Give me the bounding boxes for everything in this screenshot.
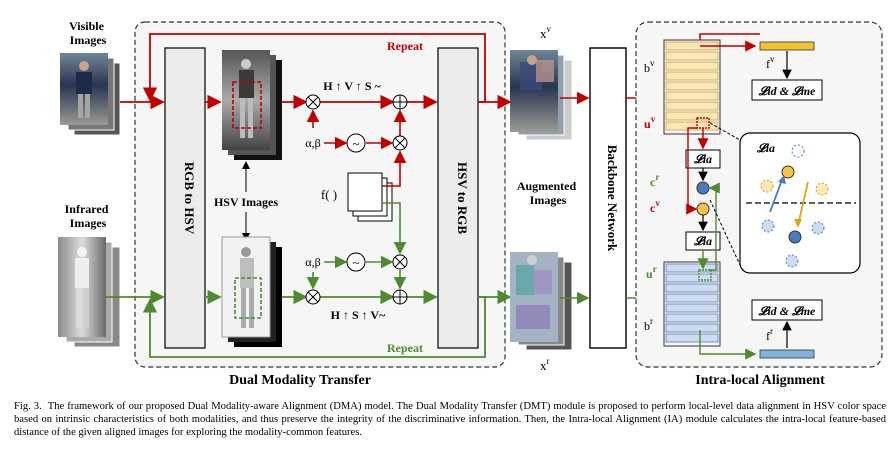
xv-label: xv — [540, 24, 552, 41]
feature-stack-visible — [663, 39, 721, 135]
feature-stripe — [665, 293, 719, 303]
panel-node-blue-dashed-1 — [761, 219, 775, 233]
feature-stripe — [665, 273, 719, 283]
feature-stripe — [665, 101, 719, 111]
panel-node-yellow — [781, 165, 795, 179]
ur-label: ur — [646, 264, 657, 281]
visible-images-label: Visible Images — [69, 19, 107, 47]
uv-label: uv — [644, 114, 656, 131]
feature-stripe — [665, 121, 719, 131]
panel-node-yellow-dashed-1 — [791, 144, 805, 158]
feature-stripe — [665, 111, 719, 121]
augmented-images-label: Augmented Images — [517, 179, 579, 207]
feature-stripe — [665, 313, 719, 323]
hsv-to-rgb-block — [437, 47, 479, 349]
local-region-ur — [698, 269, 712, 281]
f-label: f( ) — [321, 187, 337, 202]
otimes-bottom-right — [392, 254, 408, 270]
feature-stripe — [665, 81, 719, 91]
fv-feature-bar — [759, 41, 815, 51]
node-cr — [696, 181, 710, 195]
panel-node-yellow-dashed-3 — [815, 182, 829, 196]
bv-label: bv — [644, 58, 655, 75]
repeat-label-bottom: Repeat — [387, 341, 423, 355]
augmented-infrared-image — [510, 252, 573, 351]
backbone-network-label: Backbone Network — [605, 145, 620, 252]
feature-stripe — [665, 303, 719, 313]
panel-node-blue-dashed-3 — [785, 254, 799, 268]
br-label: br — [644, 316, 653, 333]
otimes-bottom-left — [305, 289, 321, 305]
hsv-image-visible — [222, 50, 282, 160]
lia-label-1: 𝓛ia — [693, 152, 712, 166]
panel-node-blue-dashed-2 — [811, 221, 825, 235]
framework-figure: Visible Images Infrared Images Dual Moda… — [58, 19, 883, 388]
feature-stripe — [665, 61, 719, 71]
feature-stack-border — [663, 39, 721, 135]
oplus-top — [392, 94, 408, 110]
infrared-input: Infrared Images — [58, 202, 121, 348]
tilde-bottom: ~ — [346, 252, 366, 272]
figure-caption: Fig. 3.The framework of our proposed Dua… — [14, 400, 886, 440]
svg-text:~: ~ — [352, 136, 359, 151]
panel-node-blue — [788, 230, 802, 244]
feature-stripe — [665, 333, 719, 343]
tilde-top: ~ — [346, 133, 366, 153]
green-flow — [106, 202, 512, 358]
alpha-beta-top: α,β — [305, 136, 320, 150]
oplus-bottom — [392, 289, 408, 305]
alpha-beta-bottom: α,β — [305, 255, 320, 269]
loss-box-bottom — [751, 299, 823, 321]
caption-label: Fig. 3. — [14, 401, 42, 412]
local-region-box-infrared — [234, 277, 262, 319]
hsv-images-label: HSV Images — [214, 195, 278, 209]
node-cv — [696, 202, 710, 216]
dmt-title: Dual Modality Transfer — [229, 373, 371, 388]
loss-top-label: 𝓛id & 𝓛me — [758, 84, 816, 98]
feature-stripe — [665, 91, 719, 101]
local-region-box-visible — [232, 81, 262, 129]
lia-panel-label: 𝓛ia — [756, 141, 775, 155]
backbone-network-block — [589, 47, 627, 349]
fv-label: fv — [766, 54, 775, 71]
fr-label: fr — [766, 326, 773, 343]
otimes-top-left — [305, 94, 321, 110]
loss-bottom-label: 𝓛id & 𝓛me — [758, 304, 816, 318]
fr-feature-bar — [759, 349, 815, 359]
otimes-top-right — [392, 135, 408, 151]
formula-top: H ↑ V ↑ S ~ — [323, 79, 381, 93]
caption-text: The framework of our proposed Dual Modal… — [14, 401, 887, 439]
formula-bottom: H ↑ S ↑ V~ — [331, 308, 386, 322]
ia-title: Intra-local Alignment — [695, 373, 825, 388]
feature-stripe — [665, 283, 719, 293]
feature-stripe — [665, 51, 719, 61]
hsv-to-rgb-label: HSV to RGB — [455, 162, 470, 234]
cr-label: cr — [650, 172, 659, 189]
feature-stack-border — [663, 261, 721, 347]
feature-stripe — [665, 263, 719, 273]
panel-node-yellow-dashed-2 — [760, 179, 774, 193]
lia-label-2: 𝓛ia — [693, 234, 712, 248]
red-flow — [120, 33, 512, 187]
feature-stripe — [665, 323, 719, 333]
infrared-images-label: Infrared Images — [65, 202, 112, 230]
rgb-to-hsv-block — [164, 47, 206, 349]
loss-box-top — [751, 79, 823, 101]
cv-label: cv — [650, 198, 660, 215]
xr-label: xr — [540, 356, 550, 373]
visible-input: Visible Images — [60, 19, 121, 136]
augmented-visible-image — [510, 50, 573, 141]
hsv-image-infrared — [221, 236, 282, 347]
svg-text:~: ~ — [352, 255, 359, 270]
feature-stack-infrared — [663, 261, 721, 347]
rgb-to-hsv-label: RGB to HSV — [182, 162, 197, 235]
repeat-label-top: Repeat — [387, 39, 423, 53]
f-function-box: f( ) — [321, 172, 393, 222]
feature-stripe — [665, 71, 719, 81]
